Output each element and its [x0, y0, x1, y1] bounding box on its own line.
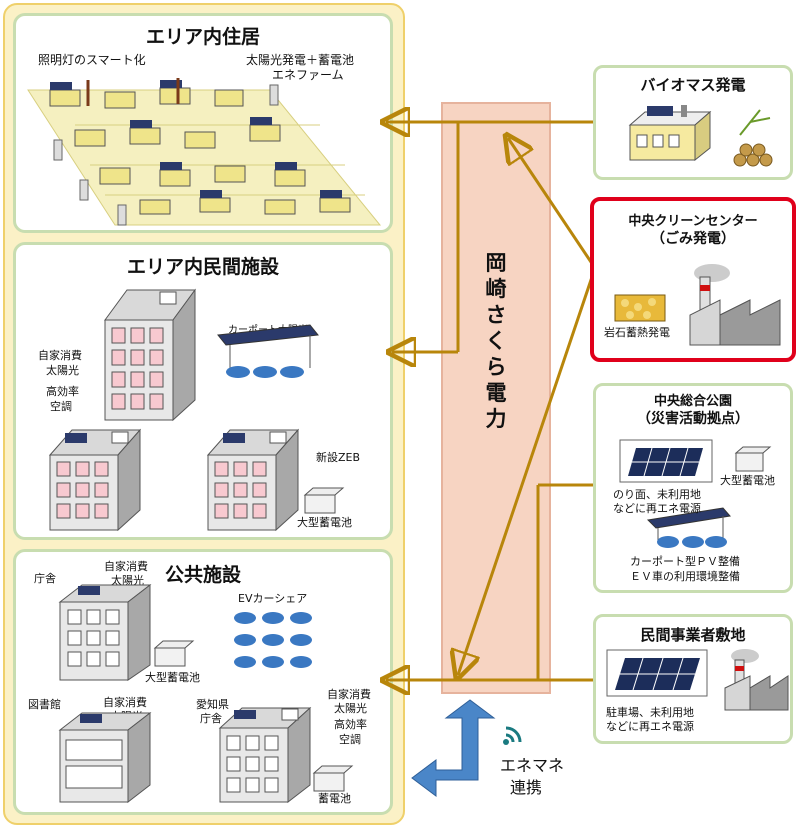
panel-title-private-business-site: 民間事業者敷地	[640, 626, 746, 644]
panel-title-central-park: 中央総合公園	[653, 394, 732, 409]
biomass-plant-illustration	[628, 105, 773, 167]
label-office-self-consumption: 自家消費	[104, 560, 148, 573]
label-solar: 太陽光	[46, 364, 79, 377]
label-aichi-pref: 愛知県	[196, 698, 229, 711]
label-carport-pv: カーポート型ＰＶ整備	[630, 555, 740, 568]
label-office-battery: 大型蓄電池	[145, 671, 200, 684]
private-site-illustration	[606, 649, 789, 711]
label-office-solar: 太陽光	[111, 574, 144, 587]
label-pref-solar: 太陽光	[334, 702, 367, 715]
label-enemane: エネマネ	[500, 756, 565, 775]
label-aichi-office: 庁舎	[200, 712, 222, 725]
panel-subtitle-clean-center: （ごみ発電）	[651, 231, 735, 247]
public-facilities-illustration	[58, 583, 354, 804]
panel-subtitle-central-park: （災害活動拠点）	[637, 411, 749, 427]
label-parking-unused-land: 駐車場、未利用地	[606, 706, 694, 719]
label-cooperation: 連携	[510, 778, 543, 797]
label-renewable-source: などに再エネ電源	[613, 502, 701, 515]
label-large-battery: 大型蓄電池	[297, 516, 352, 529]
panel-title-public: 公共施設	[164, 564, 241, 586]
park-illustration	[619, 439, 772, 548]
label-city-office: 庁舎	[34, 572, 56, 585]
pillar-title: 岡崎さくら電力	[485, 251, 507, 431]
wifi-icon	[503, 726, 522, 745]
label-solar-battery: 太陽光発電＋蓄電池	[246, 53, 355, 67]
panel-title-clean-center: 中央クリーンセンター	[628, 214, 758, 229]
residence-illustration	[27, 78, 382, 226]
label-pref-self-consumption: 自家消費	[327, 688, 371, 701]
label-storage-battery: 蓄電池	[318, 792, 351, 805]
private-facilities-illustration	[48, 288, 345, 532]
panel-title-biomass: バイオマス発電	[640, 76, 746, 94]
panel-central-park	[593, 383, 793, 593]
label-self-consumption: 自家消費	[38, 349, 82, 362]
label-park-large-battery: 大型蓄電池	[720, 474, 775, 487]
label-library-self-consumption: 自家消費	[103, 696, 147, 709]
label-ev-carshare: EVカーシェア	[238, 592, 308, 605]
label-air-conditioning: 空調	[50, 400, 72, 413]
label-pref-high-efficiency: 高効率	[334, 718, 367, 731]
panel-title-area-residence: エリア内住居	[145, 26, 260, 48]
panel-title-area-private: エリア内民間施設	[126, 256, 279, 278]
label-library: 図書館	[28, 698, 61, 711]
label-ev-environment: ＥＶ車の利用環境整備	[630, 570, 740, 583]
label-smart-light: 照明灯のスマート化	[38, 53, 146, 67]
label-enefarm: エネファーム	[272, 68, 344, 82]
waste-power-plant-illustration	[614, 264, 781, 346]
label-pref-air-conditioning: 空調	[339, 733, 361, 746]
label-new-zeb: 新設ZEB	[316, 451, 361, 464]
label-private-renewable: などに再エネ電源	[606, 720, 694, 733]
label-high-efficiency: 高効率	[46, 385, 79, 398]
label-rock-heat-storage: 岩石蓄熱発電	[604, 326, 670, 339]
label-slope-unused-land: のり面、未利用地	[613, 488, 701, 501]
